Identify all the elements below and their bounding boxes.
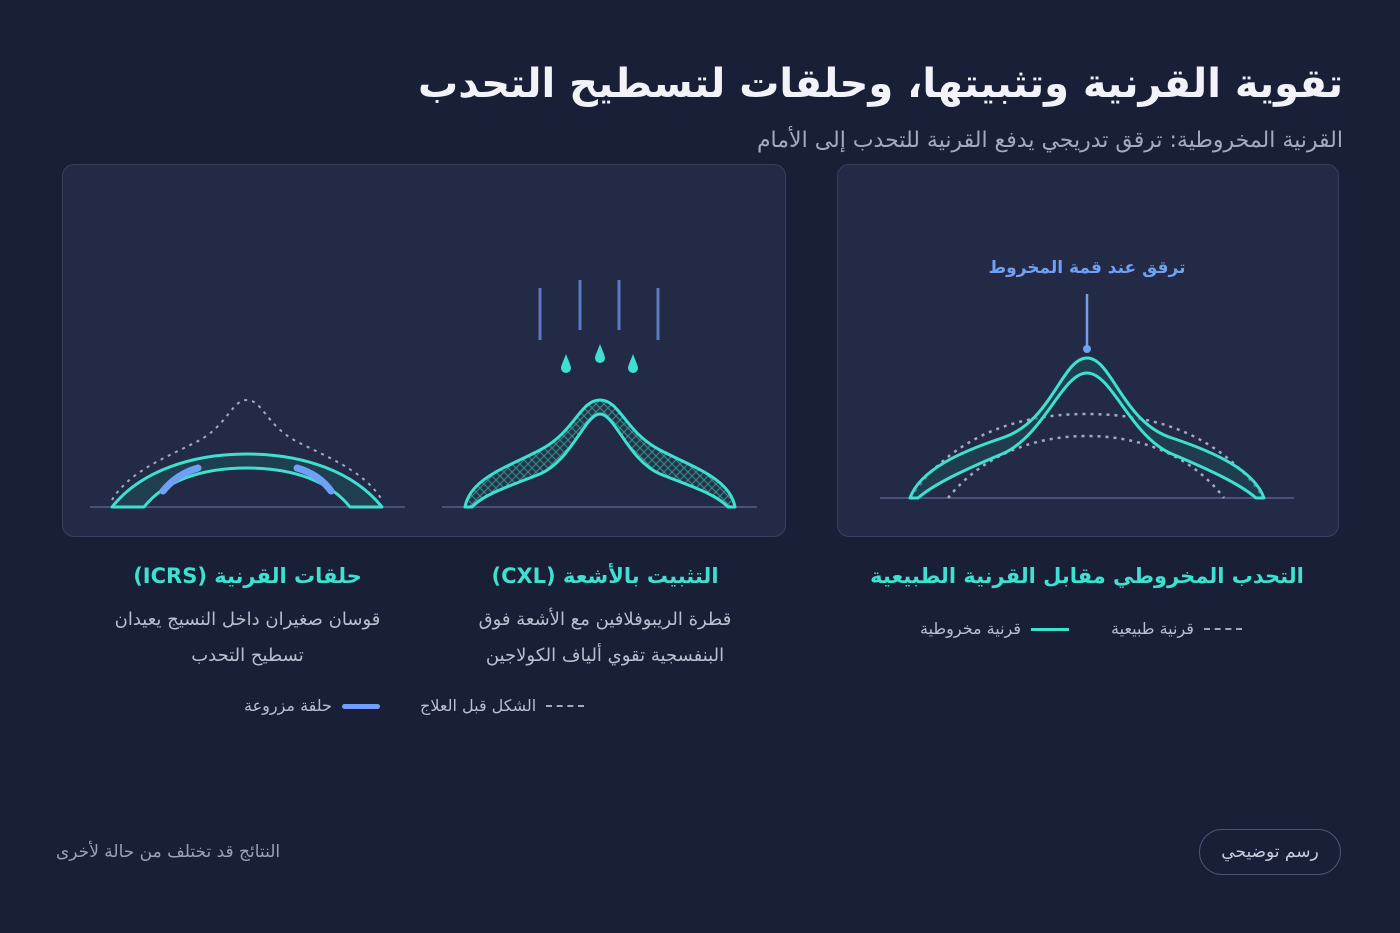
comparison-heading: التحدب المخروطي مقابل القرنية الطبيعية xyxy=(870,564,1304,588)
flattened-cornea xyxy=(110,452,384,509)
keratoconus-cornea xyxy=(908,356,1266,500)
solid-line-swatch xyxy=(1031,627,1070,631)
icrs-desc-line-1: قوسان صغيران داخل النسيج يعيدان xyxy=(114,609,381,630)
implanted-ring-right xyxy=(293,464,335,495)
legend-cone-label: قرنية مخروطية xyxy=(920,619,1022,638)
pre-treatment-shape xyxy=(111,398,383,501)
page-title: تقوية القرنية وتثبيتها، وحلقات لتسطيح ال… xyxy=(418,61,1343,107)
footnote: النتائج قد تختلف من حالة لأخرى xyxy=(56,842,281,862)
icrs-diagram xyxy=(90,398,405,509)
legend-ring-label: حلقة مزروعة xyxy=(244,696,332,715)
legend-before: الشكل قبل العلاج xyxy=(420,695,585,717)
legend-ring: حلقة مزروعة xyxy=(244,695,380,717)
icrs-desc-line-2: تسطيح التحدب xyxy=(191,645,304,666)
cxl-desc-line-1: قطرة الريبوفلافين مع الأشعة فوق xyxy=(478,609,732,630)
cxl-diagram xyxy=(442,280,757,509)
normal-cornea-outer xyxy=(908,412,1266,499)
illustration-badge: رسم توضيحي xyxy=(1199,829,1341,875)
icrs-heading: حلقات القرنية (ICRS) xyxy=(133,564,362,588)
legend-before-label: الشكل قبل العلاج xyxy=(420,696,537,715)
dashed-line-swatch xyxy=(546,705,585,707)
implanted-ring-left xyxy=(159,464,202,495)
legend-normal: قرنية طبيعية xyxy=(1111,618,1242,640)
page-subtitle: القرنية المخروطية: ترقق تدريجي يدفع القر… xyxy=(756,128,1343,153)
legend-normal-label: قرنية طبيعية xyxy=(1111,619,1194,638)
apex-annotation: ترقق عند قمة المخروط xyxy=(988,258,1186,278)
ring-swatch xyxy=(341,703,380,709)
riboflavin-drop xyxy=(595,344,605,363)
apex-dot xyxy=(1083,345,1091,353)
riboflavin-drop xyxy=(628,354,638,373)
dashed-line-swatch xyxy=(1203,628,1242,630)
cxl-heading: التثبيت بالأشعة (CXL) xyxy=(491,564,719,588)
comparison-diagram xyxy=(880,294,1294,500)
legend-cone: قرنية مخروطية xyxy=(920,618,1070,640)
riboflavin-drop xyxy=(561,354,571,373)
cxl-cornea xyxy=(463,398,737,509)
cxl-desc-line-2: البنفسجية تقوي ألياف الكولاجين xyxy=(485,645,725,666)
